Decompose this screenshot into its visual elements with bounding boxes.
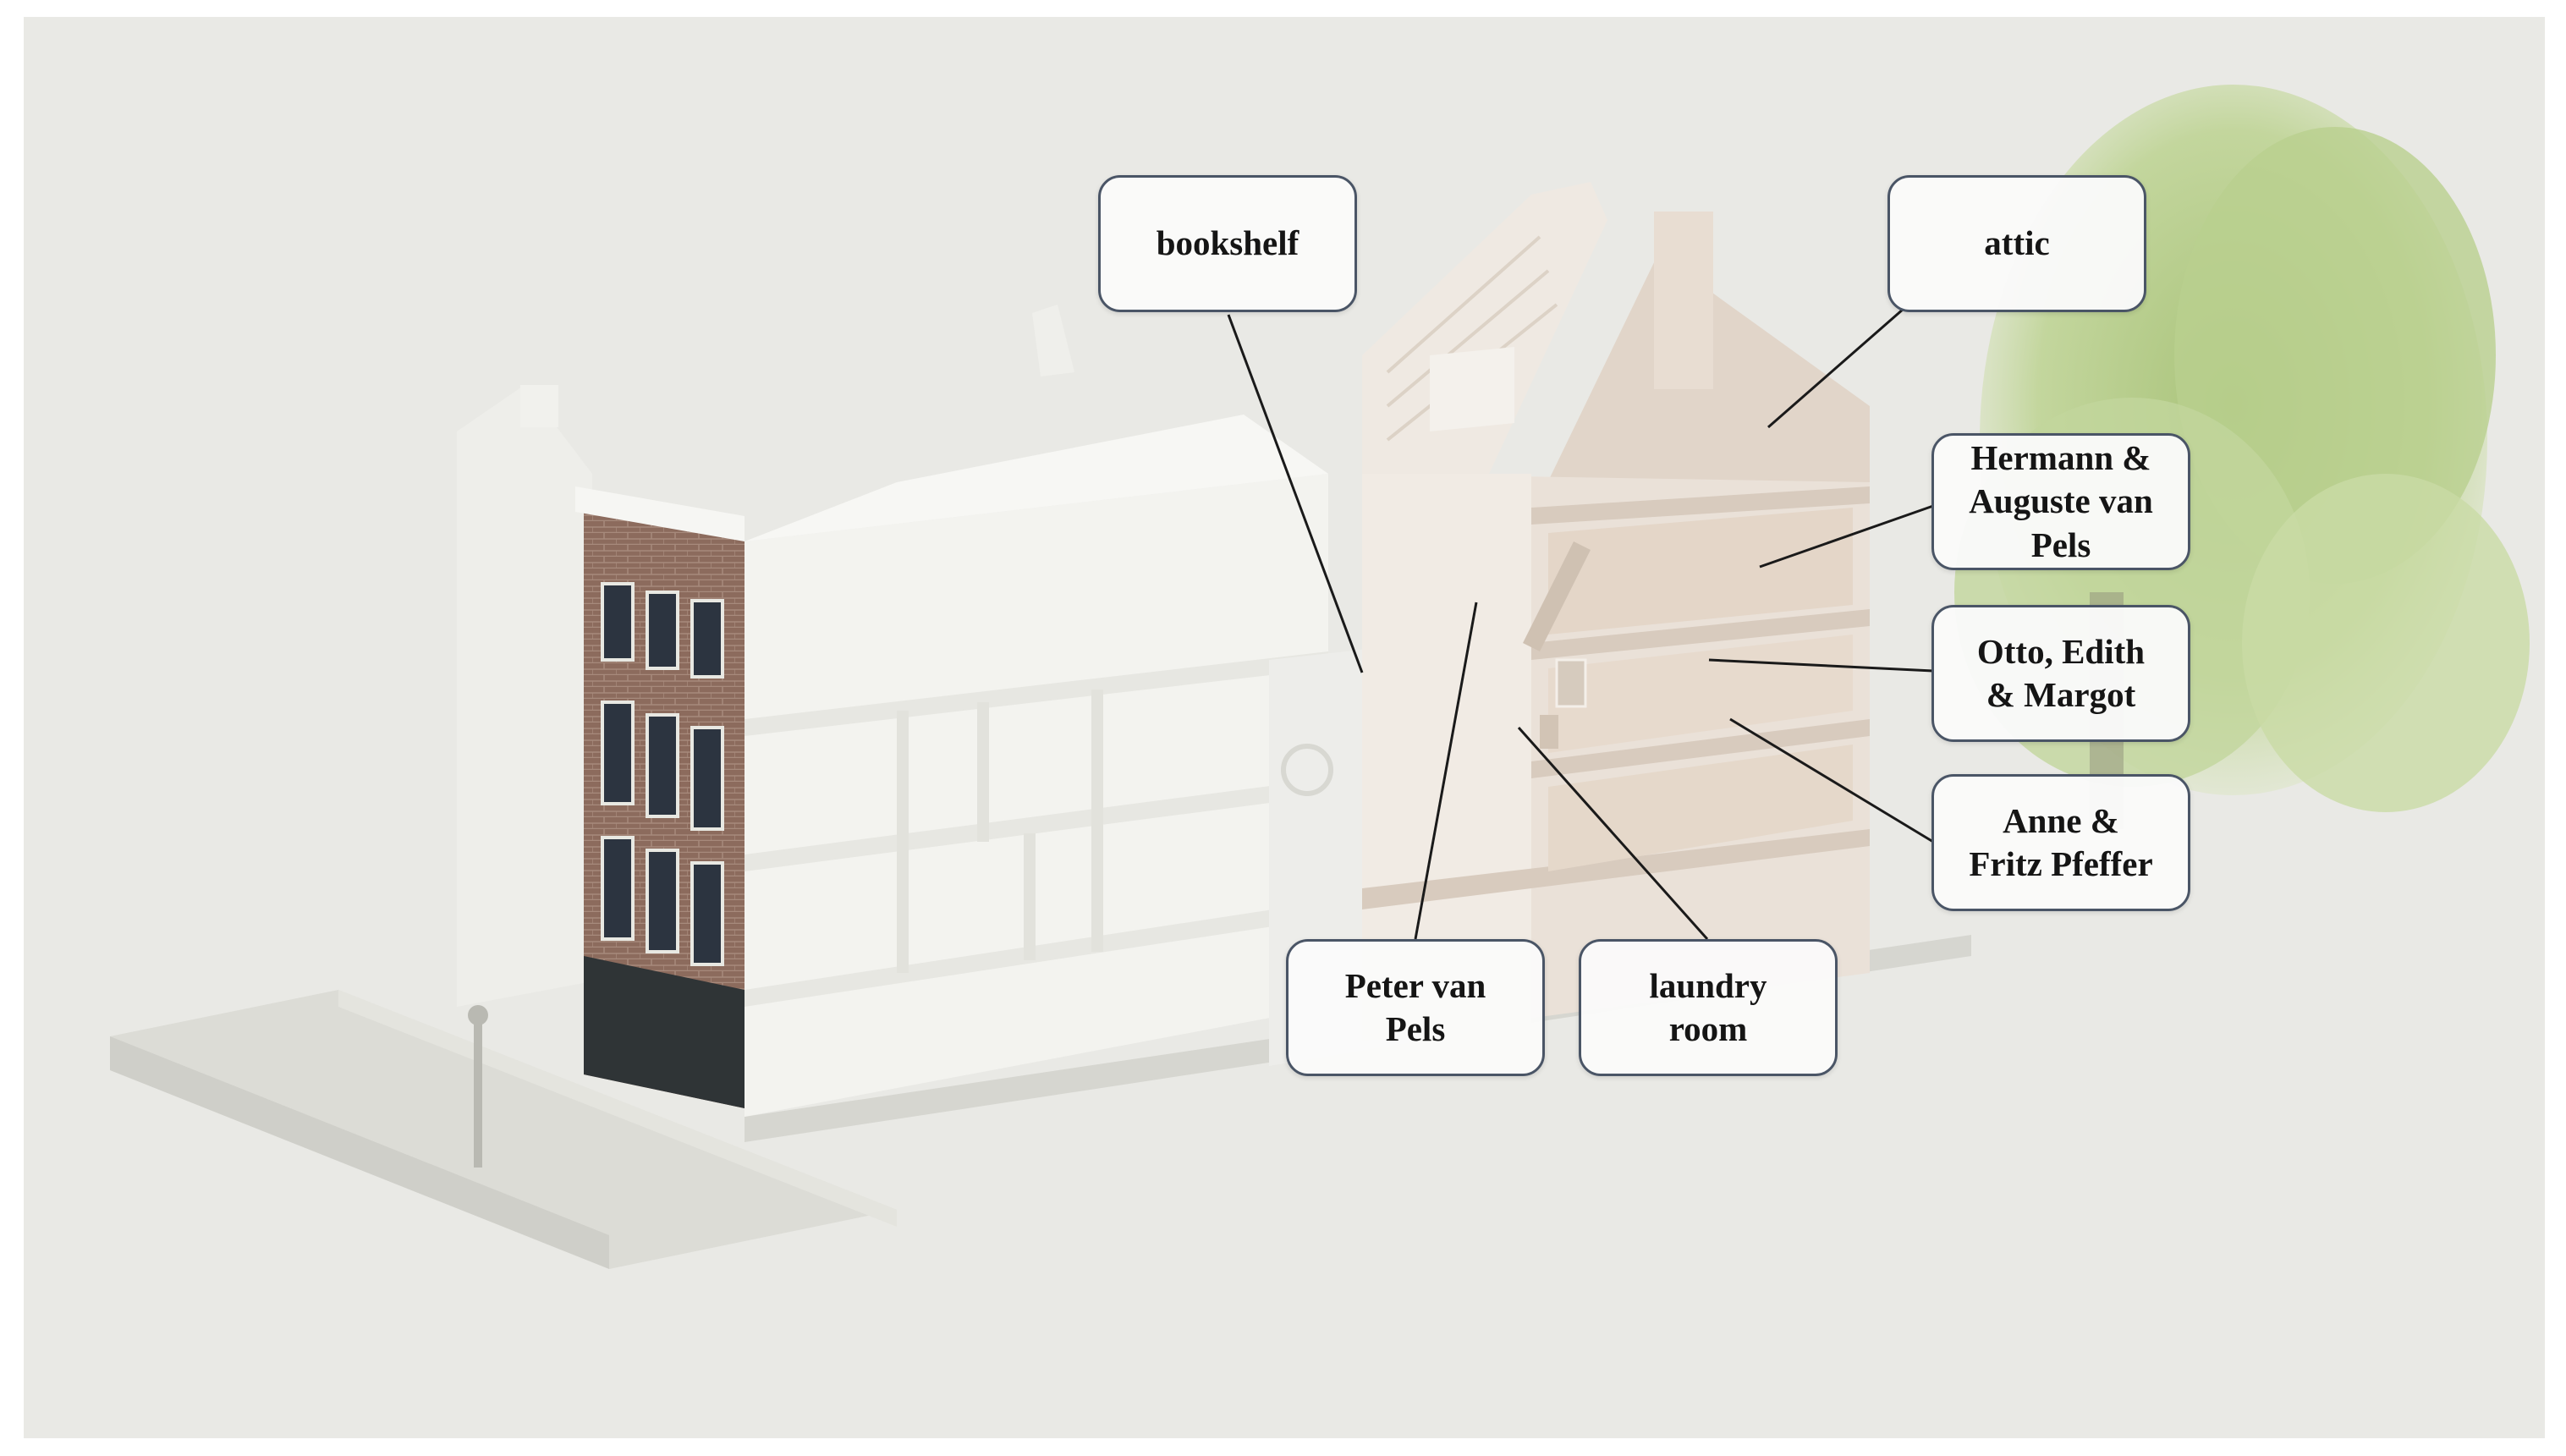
- leader-lines: [1227, 307, 1934, 940]
- label-attic: attic: [1887, 175, 2146, 312]
- leader-line-hermann-auguste: [1759, 504, 1934, 569]
- label-laundry: laundry room: [1579, 939, 1838, 1076]
- secret-annex: [1362, 182, 1870, 1041]
- label-hermann-auguste: Hermann & Auguste van Pels: [1931, 433, 2190, 570]
- leader-line-attic: [1767, 307, 1904, 429]
- leader-line-otto-edith-margot: [1708, 658, 1934, 673]
- leader-line-peter: [1414, 602, 1478, 940]
- leader-line-bookshelf: [1227, 314, 1364, 673]
- leader-line-laundry: [1517, 727, 1709, 940]
- leader-line-anne-fritz: [1729, 717, 1934, 843]
- label-anne-fritz: Anne & Fritz Pfeffer: [1931, 774, 2190, 911]
- label-otto-edith-margot: Otto, Edith & Margot: [1931, 605, 2190, 742]
- label-bookshelf: bookshelf: [1098, 175, 1357, 312]
- street: [110, 990, 897, 1269]
- label-peter: Peter van Pels: [1286, 939, 1545, 1076]
- front-building: [457, 305, 1328, 1117]
